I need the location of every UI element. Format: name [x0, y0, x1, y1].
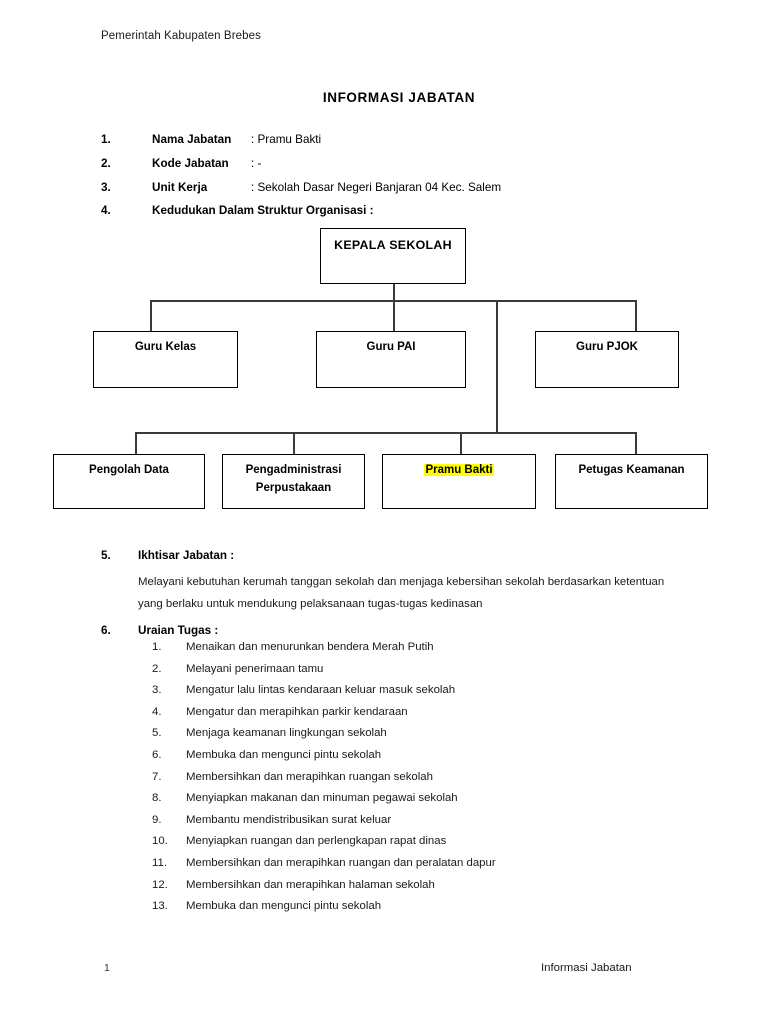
task-text: Membuka dan mengunci pintu sekolah [186, 748, 382, 761]
organization-header: Pemerintah Kabupaten Brebes [101, 30, 261, 42]
section-heading-uraian-tugas: 6. Uraian Tugas : [101, 624, 218, 637]
list-item: 10. Menyiapkan ruangan dan perlengkapan r… [152, 835, 672, 857]
task-number: 3. [152, 684, 162, 697]
task-number: 2. [152, 662, 162, 675]
task-text: Menyiapkan ruangan dan perlengkapan rapa… [186, 835, 447, 848]
task-number: 5. [152, 727, 162, 740]
page-title: INFORMASI JABATAN [0, 90, 768, 105]
task-text: Membersihkan dan merapihkan ruangan seko… [186, 770, 433, 783]
field-row-kedudukan: 4. Kedudukan Dalam Struktur Organisasi : [101, 204, 373, 217]
task-text: Mengatur lalu lintas kendaraan keluar ma… [186, 684, 456, 697]
org-node-label: Guru Kelas [134, 341, 197, 353]
org-node-guru-pai: Guru PAI [316, 331, 466, 388]
field-label: Kode Jabatan [152, 157, 229, 170]
field-row-kode-jabatan: 2. Kode Jabatan: - [101, 157, 261, 170]
field-number: 3. [101, 181, 111, 194]
ikhtisar-jabatan-paragraph: Melayani kebutuhan kerumah tanggan sekol… [138, 576, 665, 611]
task-text: Membuka dan mengunci pintu sekolah [186, 900, 382, 913]
task-text: Membersihkan dan merapihkan ruangan dan … [186, 856, 496, 869]
task-number: 1. [152, 641, 162, 653]
field-row-unit-kerja: 3. Unit Kerja: Sekolah Dasar Negeri Banja… [101, 181, 501, 194]
connector-spine-level2 [496, 300, 498, 433]
task-number: 7. [152, 770, 162, 783]
field-label: Nama Jabatan [152, 133, 232, 146]
task-number: 4. [152, 705, 162, 718]
task-text: Mengatur dan merapihkan parkir kendaraan [186, 705, 408, 718]
field-separator: : [251, 181, 255, 194]
task-number: 6. [152, 748, 162, 761]
field-label: Unit Kerja [152, 181, 208, 194]
task-text: Melayani penerimaan tamu [186, 662, 324, 675]
org-node-label-highlighted: Pramu Bakti [424, 464, 494, 476]
org-node-label: Petugas Keamanan [578, 464, 685, 476]
field-label: Kedudukan Dalam Struktur Organisasi : [152, 204, 374, 217]
field-value: Pramu Bakti [257, 133, 322, 146]
org-node-petugas-keamanan: Petugas Keamanan [555, 454, 708, 509]
field-number: 4. [101, 204, 111, 217]
org-node-label: Guru PJOK [576, 341, 638, 353]
task-text: Menyiapkan makanan dan minuman pegawai s… [186, 792, 458, 805]
task-text: Menaikan dan menurunkan bendera Merah Pu… [186, 641, 434, 653]
section-number: 5. [101, 549, 111, 562]
field-separator: : [251, 157, 255, 170]
org-node-label-line2: Perpustakaan [255, 481, 332, 494]
uraian-tugas-list: 1. Menaikan dan menurunkan bendera Merah … [152, 641, 672, 922]
section-number: 6. [101, 624, 111, 637]
connector-drop-pengadministrasi [293, 432, 295, 454]
field-row-nama-jabatan: 1. Nama Jabatan: Pramu Bakti [101, 133, 321, 146]
org-node-pramu-bakti: Pramu Bakti [382, 454, 536, 509]
task-number: 10. [152, 835, 168, 848]
list-item: 9. Membantu mendistribusikan surat keluar [152, 814, 672, 836]
list-item: 11. Membersihkan dan merapihkan ruangan d… [152, 857, 672, 879]
task-text: Menjaga keamanan lingkungan sekolah [186, 727, 387, 740]
task-number: 11. [152, 856, 167, 869]
field-separator: : [251, 133, 255, 146]
org-node-label: Guru PAI [366, 341, 416, 353]
org-node-guru-pjok: Guru PJOK [535, 331, 679, 388]
task-text: Membersihkan dan merapihkan halaman seko… [186, 878, 435, 891]
list-item: 4. Mengatur dan merapihkan parkir kendara… [152, 706, 672, 728]
connector-drop-guru-pjok [635, 300, 637, 331]
footer-label: Informasi Jabatan [541, 962, 632, 974]
task-number: 13. [152, 900, 168, 913]
list-item: 3. Mengatur lalu lintas kendaraan keluar … [152, 684, 672, 706]
field-value: - [257, 157, 262, 170]
connector-bus-level1 [150, 300, 636, 302]
section-heading-ikhtisar-jabatan: 5. Ikhtisar Jabatan : [101, 549, 234, 562]
connector-drop-guru-pai [393, 300, 395, 331]
connector-drop-pengolah-data [135, 432, 137, 454]
org-node-pengadministrasi-perpustakaan: Pengadministrasi Perpustakaan [222, 454, 365, 509]
task-number: 9. [152, 813, 162, 826]
task-text: Membantu mendistribusikan surat keluar [186, 813, 392, 826]
list-item: 1. Menaikan dan menurunkan bendera Merah … [152, 641, 672, 663]
org-node-label: KEPALA SEKOLAH [334, 238, 452, 252]
list-item: 8. Menyiapkan makanan dan minuman pegawai… [152, 792, 672, 814]
field-number: 2. [101, 157, 111, 170]
org-node-kepala-sekolah: KEPALA SEKOLAH [320, 228, 466, 284]
field-number: 1. [101, 133, 111, 146]
list-item: 13. Membuka dan mengunci pintu sekolah [152, 900, 672, 922]
connector-drop-guru-kelas [150, 300, 152, 331]
task-number: 8. [152, 792, 162, 805]
field-value: Sekolah Dasar Negeri Banjaran 04 Kec. Sa… [257, 181, 502, 194]
connector-root-stem [393, 284, 395, 301]
connector-drop-petugas-keamanan [635, 432, 637, 454]
footer-page-number: 1 [104, 962, 110, 974]
connector-bus-level2 [135, 432, 635, 434]
org-node-label: Pengolah Data [89, 464, 169, 476]
list-item: 5. Menjaga keamanan lingkungan sekolah [152, 727, 672, 749]
org-node-guru-kelas: Guru Kelas [93, 331, 238, 388]
connector-drop-pramu-bakti [460, 432, 462, 454]
task-number: 12. [152, 878, 168, 891]
list-item: 6. Membuka dan mengunci pintu sekolah [152, 749, 672, 771]
page-title-text: INFORMASI JABATAN [322, 90, 476, 105]
list-item: 7. Membersihkan dan merapihkan ruangan se… [152, 771, 672, 793]
section-title: Uraian Tugas : [138, 624, 219, 637]
org-node-label: Pengadministrasi [245, 464, 342, 476]
section-title: Ikhtisar Jabatan : [138, 549, 235, 562]
list-item: 12. Membersihkan dan merapihkan halaman s… [152, 879, 672, 901]
list-item: 2. Melayani penerimaan tamu [152, 663, 672, 685]
org-node-pengolah-data: Pengolah Data [53, 454, 205, 509]
